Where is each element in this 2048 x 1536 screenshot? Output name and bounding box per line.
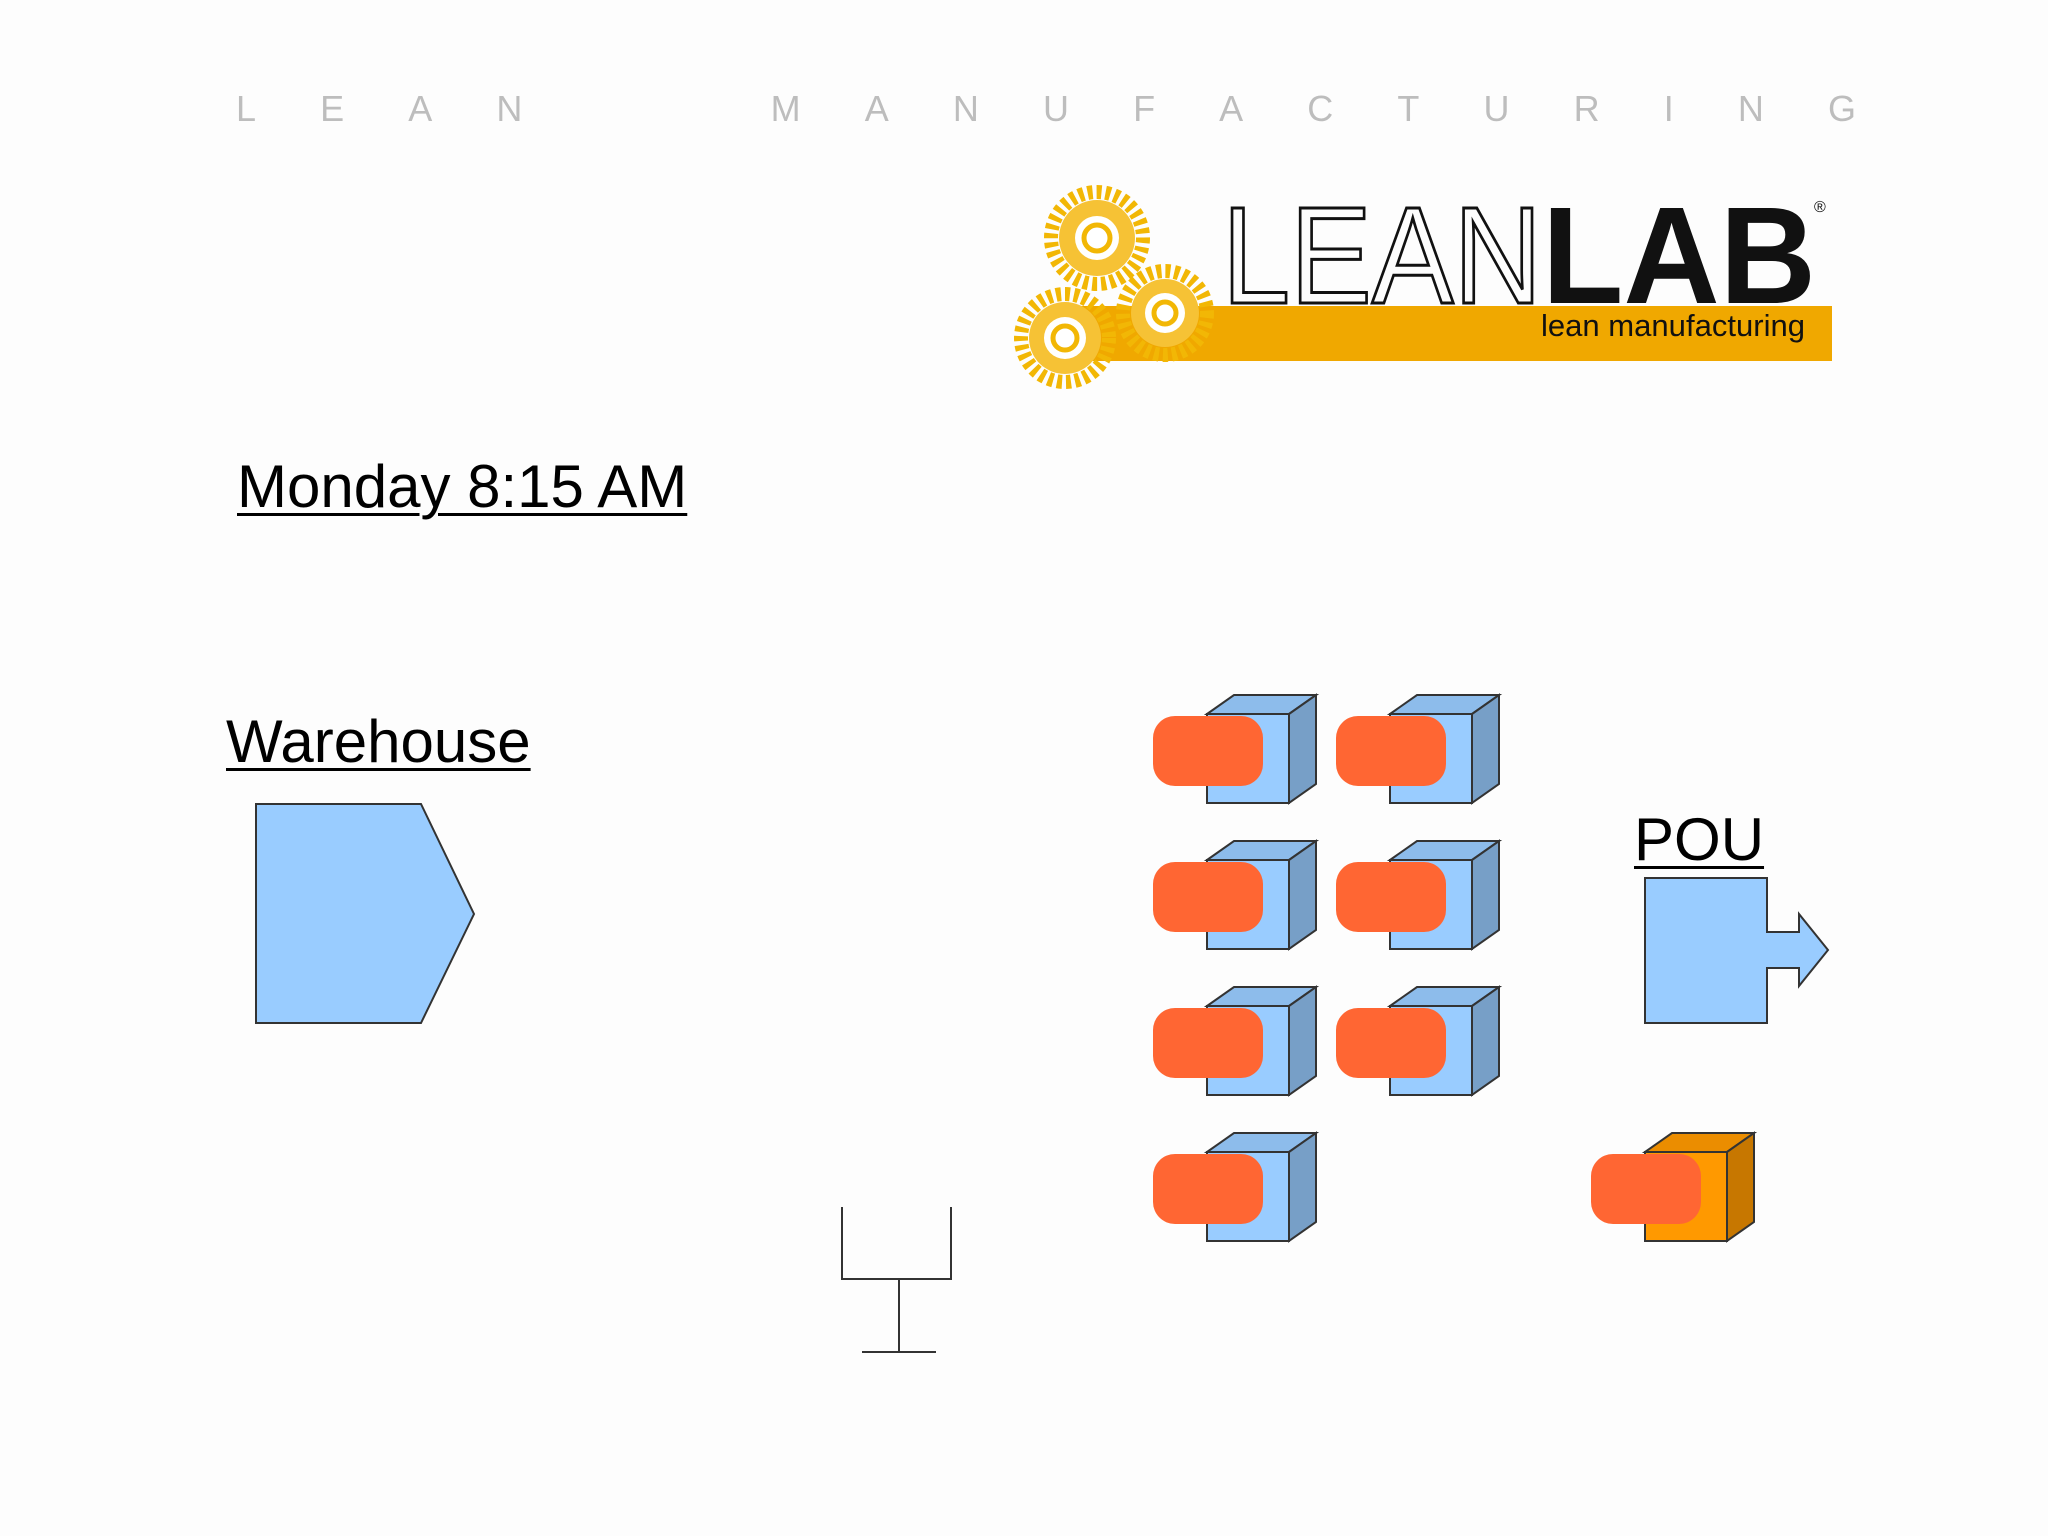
kanban-card <box>1336 716 1446 786</box>
logo-trademark: ® <box>1814 199 1826 216</box>
header-letter: A <box>864 88 889 129</box>
logo-word-lean: LEAN <box>1222 179 1542 333</box>
header-letter: R <box>1573 88 1600 129</box>
warehouse-label: Warehouse <box>226 708 531 775</box>
time-title: Monday 8:15 AM <box>237 453 688 520</box>
header-letter: M <box>770 88 801 129</box>
logo-word-lab: LAB <box>1542 179 1816 333</box>
kanban-card <box>1336 1008 1446 1078</box>
kanban-card <box>1591 1154 1701 1224</box>
logo-tagline: lean manufacturing <box>1541 308 1805 343</box>
kanban-card <box>1153 1154 1263 1224</box>
warehouse-shape <box>255 803 476 1024</box>
operator-station-icon <box>841 1207 952 1353</box>
header-letter: I <box>1663 88 1674 129</box>
header-letter: G <box>1827 88 1856 129</box>
header-letter: N <box>952 88 979 129</box>
header-letter: F <box>1133 88 1156 129</box>
orange-inventory-box <box>1591 1131 1758 1243</box>
inventory-box <box>1336 985 1503 1097</box>
inventory-box <box>1153 985 1320 1097</box>
gear-icon <box>1116 264 1214 362</box>
header-letter: U <box>1483 88 1510 129</box>
kanban-card <box>1153 1008 1263 1078</box>
header-letter: C <box>1307 88 1334 129</box>
inventory-box <box>1153 839 1320 951</box>
header-letter: L <box>236 88 257 129</box>
inventory-group <box>1153 693 1758 1243</box>
header-letter: U <box>1042 88 1069 129</box>
pou-label: POU <box>1634 806 1765 873</box>
header-letter: A <box>408 88 433 129</box>
pou-shape <box>1644 877 1830 1024</box>
inventory-box <box>1336 693 1503 805</box>
gear-icon <box>1044 185 1150 291</box>
kanban-card <box>1336 862 1446 932</box>
header-letter: A <box>1219 88 1244 129</box>
header-letter: T <box>1397 88 1420 129</box>
inventory-box <box>1153 1131 1320 1243</box>
header-letter: N <box>1737 88 1764 129</box>
header-letter: N <box>496 88 523 129</box>
leanlab-logo: LEAN LAB ® lean manufacturing <box>1014 178 1832 389</box>
kanban-card <box>1153 862 1263 932</box>
inventory-box <box>1336 839 1503 951</box>
gear-icon <box>1014 287 1116 389</box>
inventory-box <box>1153 693 1320 805</box>
kanban-card <box>1153 716 1263 786</box>
header-letter: E <box>320 88 345 129</box>
